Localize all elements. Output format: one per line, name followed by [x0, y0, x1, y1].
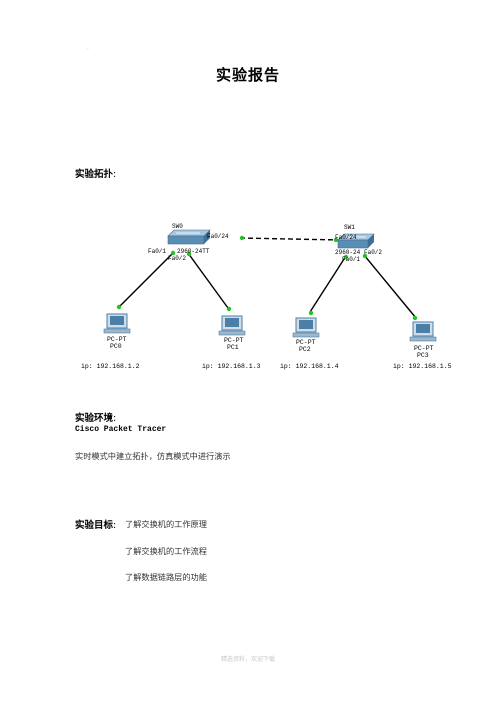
- port-light: [343, 254, 349, 260]
- pc-icon: [292, 317, 320, 338]
- pc-icon: [103, 313, 131, 334]
- environment-heading-text: 实验环境: [75, 413, 114, 424]
- pc3-type: PC-PT: [414, 345, 434, 352]
- port-light: [170, 250, 176, 256]
- sw1-port-right: Fa0/2: [364, 249, 382, 256]
- link-sw1-pc3: [363, 254, 417, 319]
- pc1-name: PC1: [227, 344, 239, 351]
- pc2-type: PC-PT: [296, 339, 316, 346]
- link-sw0-pc1: [187, 252, 229, 309]
- port-light: [412, 315, 418, 321]
- pc0-type: PC-PT: [107, 336, 127, 343]
- sw0-model: 2960-24TT: [177, 248, 210, 255]
- sw0-port-left2: Fa0/2: [168, 255, 186, 262]
- port-light: [308, 310, 314, 316]
- pc2-ip: ip: 192.168.1.4: [280, 363, 339, 370]
- pc0-name: PC0: [110, 343, 122, 350]
- switch-icon: [337, 233, 375, 249]
- port-light: [226, 306, 232, 312]
- switch-icon: [167, 229, 211, 245]
- port-light: [116, 304, 122, 310]
- link-sw1-pc2: [309, 255, 347, 313]
- pc1-ip: ip: 192.168.1.3: [202, 363, 261, 370]
- pc-icon: [218, 315, 246, 336]
- port-light: [186, 251, 192, 257]
- pc3-name: PC3: [417, 352, 429, 359]
- sw1-port-down: Fa0/1: [342, 256, 360, 263]
- goals-heading-text: 实验目标: [75, 520, 114, 531]
- header-mark: .: [87, 44, 89, 51]
- environment-heading-colon: :: [113, 413, 117, 424]
- goal-item: 了解交换机的工作流程: [125, 546, 207, 556]
- pc1-type: PC-PT: [224, 337, 244, 344]
- sw1-port-top: Fa0/24: [335, 234, 357, 241]
- footer-watermark: 精选资料，欢迎下载: [220, 656, 275, 663]
- port-light: [333, 237, 339, 243]
- pc2-name: PC2: [299, 346, 311, 353]
- port-light: [239, 235, 245, 241]
- goals-heading: 实验目标:: [75, 517, 116, 531]
- environment-description: 实时模式中建立拓扑，仿真模式中进行演示: [75, 451, 231, 461]
- sw1-name: SW1: [344, 224, 355, 231]
- pc0-ip: ip: 192.168.1.2: [81, 363, 140, 370]
- page-title: 实验报告: [215, 66, 280, 84]
- goal-item: 了解交换机的工作原理: [125, 519, 207, 529]
- pc3-ip: ip: 192.168.1.5: [393, 363, 452, 370]
- port-light: [362, 253, 368, 259]
- topology-heading-text: 实验拓扑: [75, 169, 114, 180]
- link-sw0-pc0: [119, 251, 175, 307]
- environment-tool: Cisco Packet Tracer: [75, 425, 167, 434]
- sw1-model: 2960-24: [335, 249, 361, 256]
- pc-icon: [409, 321, 437, 342]
- goals-heading-colon: :: [113, 520, 117, 531]
- topology-heading: 实验拓扑:: [75, 166, 116, 180]
- environment-heading: 实验环境:: [75, 410, 116, 424]
- topology-heading-colon: :: [113, 169, 117, 180]
- link-sw0-sw1: [239, 237, 341, 241]
- sw0-name: SW0: [172, 223, 183, 230]
- sw0-port-left: Fa0/1: [148, 248, 166, 255]
- sw0-port-top: Fa0/24: [207, 233, 229, 240]
- goal-item: 了解数据链路层的功能: [125, 572, 207, 582]
